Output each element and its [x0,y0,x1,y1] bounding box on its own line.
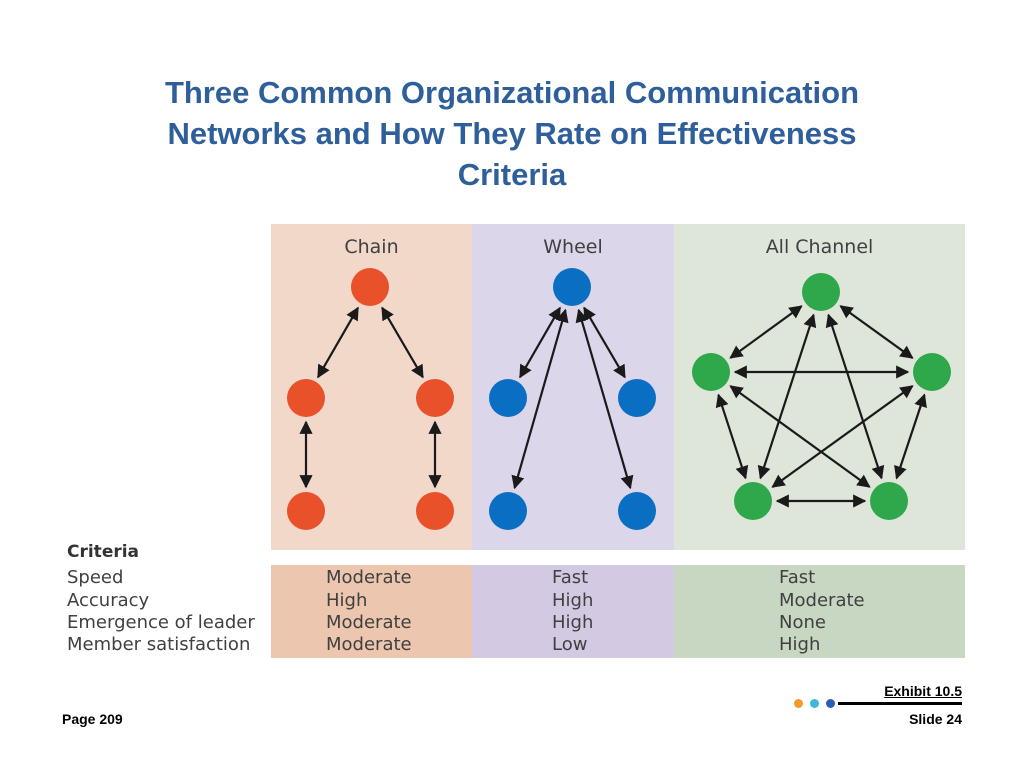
page-number: Page 209 [62,711,123,727]
criteria-label-speed: Speed [67,567,124,588]
chain-arrow-0 [317,306,359,379]
all-channel-node-3 [734,482,772,520]
chain-satisfaction: Moderate [326,634,412,655]
all-channel-arrow-5 [715,393,749,480]
slide-number: Slide 24 [909,711,962,727]
chain-arrow-1 [381,306,424,379]
all-channel-node-2 [913,353,951,391]
wheel-title: Wheel [543,236,603,258]
chain-criteria-bg [271,565,472,658]
wheel-speed: Fast [552,567,589,588]
all-channel-arrow-0 [729,305,803,359]
all-channel-arrow-1 [839,305,914,359]
all-channel-node-4 [870,482,908,520]
wheel-arrow-3 [575,308,634,490]
all-channel-arrow-3 [825,313,885,480]
all-channel-arrow-2 [757,313,817,480]
wheel-arrow-0 [519,306,561,379]
criteria-label-satisfaction: Member satisfaction [67,634,251,655]
chain-node-4 [416,492,454,530]
wheel-node-4 [618,492,656,530]
all-channel-arrow-6 [729,385,871,488]
criteria-label-emergence: Emergence of leader [67,612,255,633]
footer-dot-orange [794,699,803,708]
exhibit-label: Exhibit 10.5 [884,683,962,699]
chain-node-1 [287,379,325,417]
criteria-heading: Criteria [67,542,140,562]
footer-dot-cyan [810,699,819,708]
chain-accuracy: High [326,590,368,611]
wheel-arrow-1 [583,306,626,379]
slide-title-line3: Criteria [457,157,567,192]
chain-speed: Moderate [326,567,412,588]
all-channel-title: All Channel [765,236,874,258]
wheel-accuracy: High [552,590,594,611]
exhibit-underline [838,702,962,705]
criteria-label-accuracy: Accuracy [67,590,150,611]
all-channel-criteria-bg [674,565,965,658]
chain-node-3 [287,492,325,530]
all-channel-satisfaction: High [779,634,821,655]
footer-dot-blue [826,699,835,708]
slide-title: Three Common Organizational Communicatio… [80,72,944,195]
chain-node-2 [416,379,454,417]
all-channel-accuracy: Moderate [779,590,865,611]
wheel-node-3 [489,492,527,530]
wheel-arrow-2 [511,308,569,490]
all-channel-emergence: None [779,612,826,633]
wheel-node-2 [618,379,656,417]
slide-title-line2: Networks and How They Rate on Effectiven… [167,116,857,151]
slide-title-line1: Three Common Organizational Communicatio… [164,75,860,110]
wheel-node-0 [553,268,591,306]
all-channel-speed: Fast [779,567,816,588]
wheel-criteria-bg [472,565,674,658]
wheel-emergence: High [552,612,594,633]
all-channel-arrow-7 [771,385,914,488]
wheel-node-1 [489,379,527,417]
all-channel-node-1 [692,353,730,391]
chain-node-0 [351,268,389,306]
all-channel-node-0 [802,273,840,311]
chain-emergence: Moderate [326,612,412,633]
chain-title: Chain [344,236,399,258]
all-channel-arrow-8 [894,393,927,480]
wheel-satisfaction: Low [552,634,588,655]
